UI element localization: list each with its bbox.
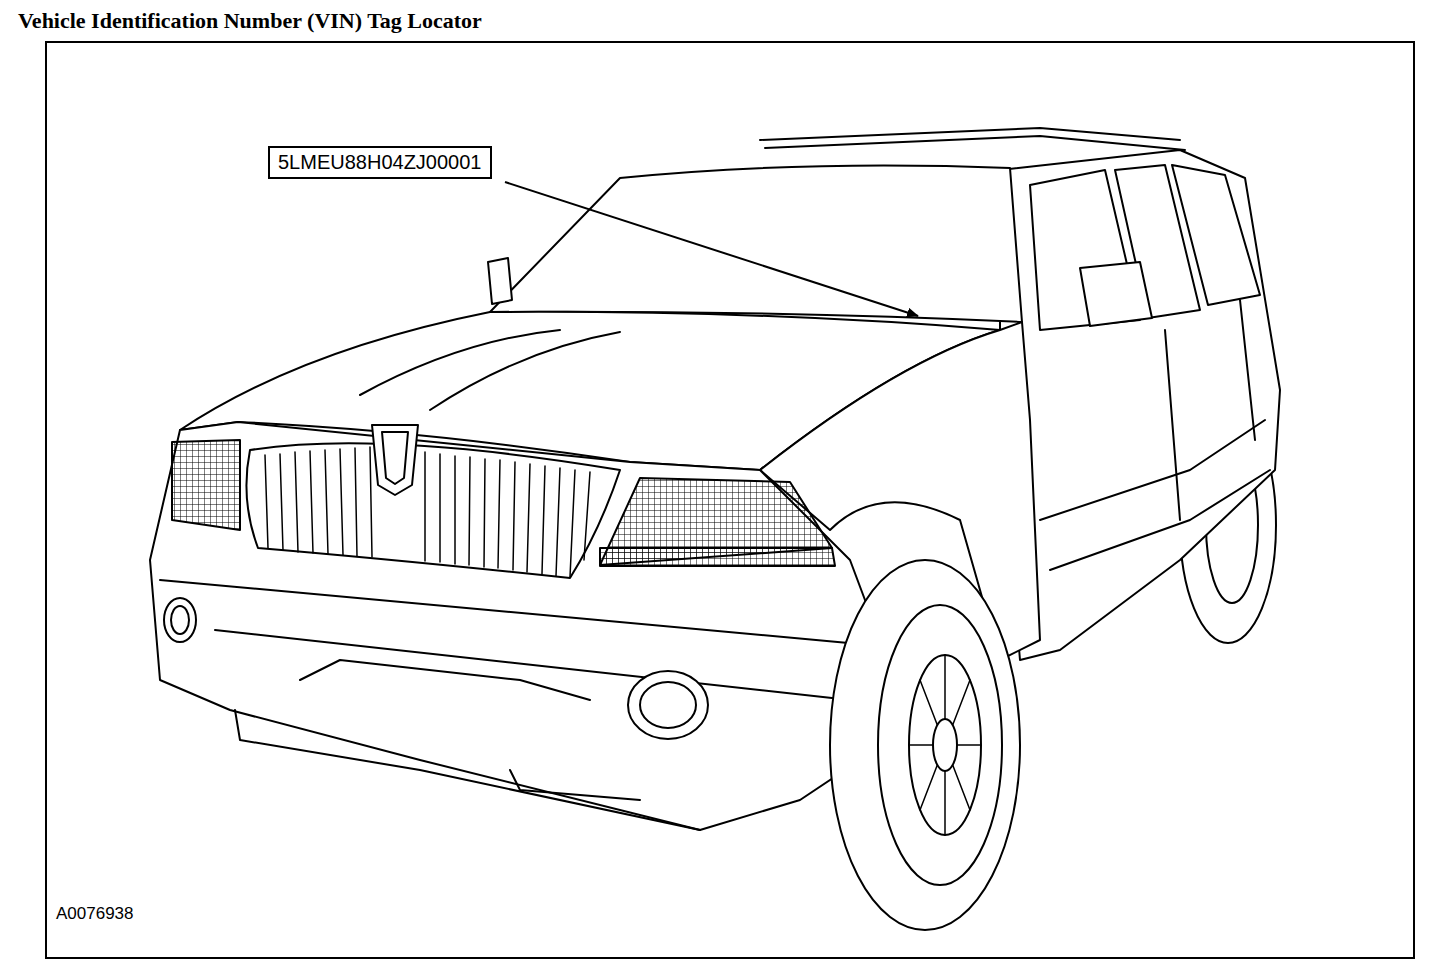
leader-arrow xyxy=(505,182,918,316)
frame xyxy=(46,42,1414,958)
vin-callout-box: 5LMEU88H04ZJ00001 xyxy=(268,146,492,179)
page-title: Vehicle Identification Number (VIN) Tag … xyxy=(18,8,482,34)
vin-number: 5LMEU88H04ZJ00001 xyxy=(278,151,482,174)
vehicle-drawing xyxy=(150,128,1280,930)
figure-id: A0076938 xyxy=(56,904,134,924)
